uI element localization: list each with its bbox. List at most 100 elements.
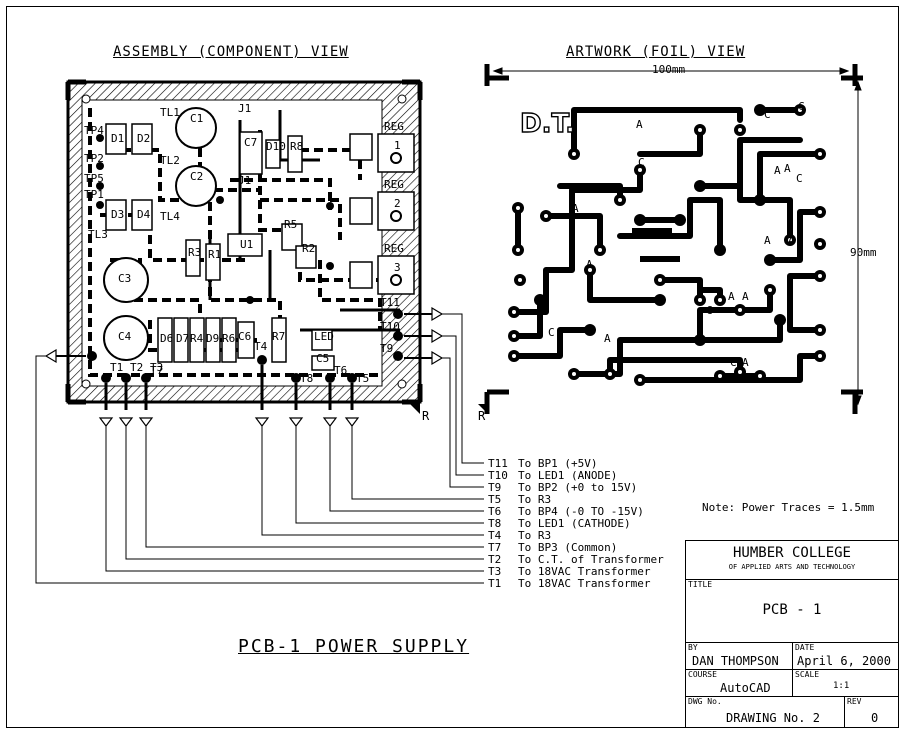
foil-mark: C (798, 100, 805, 113)
regulator-label: 2 (394, 197, 401, 210)
foil-mark: R (478, 409, 486, 423)
connection-terminal: T2 (488, 553, 502, 566)
scale-cell: SCALE 1:1 (792, 669, 899, 697)
assembly-part-label: R2 (302, 242, 315, 255)
college-subtitle: OF APPLIED ARTS AND TECHNOLOGY (728, 563, 856, 571)
foil-mark: C (730, 356, 737, 369)
connection-destination: To 18VAC Transformer (518, 577, 651, 590)
assembly-part-label: TP1 (84, 188, 104, 201)
designer-initials: D.T. (520, 109, 575, 139)
course-cell: COURSE AutoCAD (685, 669, 793, 697)
connection-terminal: T6 (488, 505, 502, 518)
title-cell: TITLE PCB - 1 (685, 579, 899, 643)
assembly-part-label: R1 (208, 248, 221, 261)
foil-mark: A (764, 234, 771, 247)
foil-mark: A (572, 202, 579, 215)
width-dimension: 100mm (652, 63, 685, 76)
assembly-part-label: C4 (118, 330, 132, 343)
assembly-part-label: C2 (190, 170, 203, 183)
assembly-part-label: U1 (240, 238, 253, 251)
regulator-label: REG (384, 120, 404, 133)
foil-mark: A (586, 258, 593, 271)
assembly-part-label: R3 (188, 246, 201, 259)
foil-mark: C (548, 326, 555, 339)
artwork-board: ACA CCA ACA AAC CAA CAA R D.T. 100mm 90m… (478, 63, 877, 423)
date-label: DATE (795, 643, 815, 652)
connection-terminal: T8 (488, 517, 502, 530)
assembly-part-label: TL2 (160, 154, 180, 167)
assembly-part-label: C5 (316, 352, 329, 365)
assembly-part-label: T9 (380, 342, 393, 355)
foil-mark: A (788, 234, 795, 247)
regulator-label: REG (384, 242, 404, 255)
foil-mark: A (742, 356, 749, 369)
assembly-part-label: T1 (110, 361, 123, 374)
connection-terminal: T9 (488, 481, 502, 494)
assembly-part-label: D7 (176, 332, 189, 345)
foil-mark: A (742, 290, 749, 303)
connection-terminal: T11 (488, 457, 508, 470)
date-value: April 6, 2000 (797, 654, 891, 668)
connection-terminal: T1 (488, 577, 502, 590)
assembly-part-label: R (422, 409, 430, 423)
assembly-part-label: TP2 (84, 152, 104, 165)
course-value: AutoCAD (720, 681, 771, 695)
assembly-part-label: R8 (290, 140, 303, 153)
date-cell: DATE April 6, 2000 (792, 642, 899, 670)
assembly-part-label: R4 (190, 332, 204, 345)
assembly-part-label: D2 (137, 132, 150, 145)
assembly-part-label: R6 (222, 332, 235, 345)
assembly-part-label: C3 (118, 272, 131, 285)
dwg-label: DWG No. (688, 697, 722, 706)
assembly-part-label: T6 (334, 364, 347, 377)
assembly-part-label: T5 (356, 372, 369, 385)
connection-destination: To BP2 (+0 to 15V) (518, 481, 638, 494)
assembly-part-label: C6 (238, 330, 251, 343)
foil-mark: C (764, 108, 771, 121)
height-dimension: 90mm (850, 246, 877, 259)
assembly-part-label: LED (314, 330, 334, 343)
assembly-part-label: TL3 (88, 228, 108, 241)
assembly-part-label: TP4 (84, 124, 104, 137)
scale-label: SCALE (795, 670, 820, 679)
assembly-part-label: D3 (111, 208, 124, 221)
title-block: HUMBER COLLEGE OF APPLIED ARTS AND TECHN… (685, 540, 899, 728)
assembly-part-label: T8 (300, 372, 313, 385)
assembly-part-label: D6 (160, 332, 173, 345)
foil-mark: C (706, 304, 713, 317)
connection-destination: To BP4 (-0 TO -15V) (518, 505, 644, 518)
college-name: HUMBER COLLEGE (732, 545, 851, 561)
title-label: TITLE (688, 580, 713, 589)
connection-terminal: T10 (488, 469, 508, 482)
assembly-part-label: T2 (130, 361, 143, 374)
assembly-part-label: T10 (380, 320, 400, 333)
assembly-part-label: T7 (150, 364, 163, 377)
assembly-part-label: D9 (206, 332, 219, 345)
foil-mark: A (728, 290, 735, 303)
assembly-part-label: T3 (150, 361, 163, 374)
assembly-part-label: T4 (254, 340, 268, 353)
by-value: DAN THOMPSON (692, 654, 779, 668)
artwork-view-title: ARTWORK (FOIL) VIEW (566, 44, 746, 60)
regulator-label: REG (384, 178, 404, 191)
connection-destination: To BP1 (+5V) (518, 457, 598, 470)
connection-terminal: T4 (488, 529, 502, 542)
scale-value: 1:1 (833, 681, 850, 691)
course-label: COURSE (688, 670, 717, 679)
title-value: PCB - 1 (762, 602, 822, 618)
power-trace-note: Note: Power Traces = 1.5mm (702, 501, 875, 514)
connection-destination: To LED1 (ANODE) (518, 469, 618, 482)
assembly-part-label: C7 (244, 136, 257, 149)
assembly-part-label: J1 (238, 102, 251, 115)
college-cell: HUMBER COLLEGE OF APPLIED ARTS AND TECHN… (685, 540, 899, 580)
connection-destination: To C.T. of Transformer (518, 553, 664, 566)
foil-mark: C (796, 172, 803, 185)
by-label: BY (688, 643, 698, 652)
foil-mark: A (774, 164, 781, 177)
assembly-part-label: TP5 (84, 172, 104, 185)
